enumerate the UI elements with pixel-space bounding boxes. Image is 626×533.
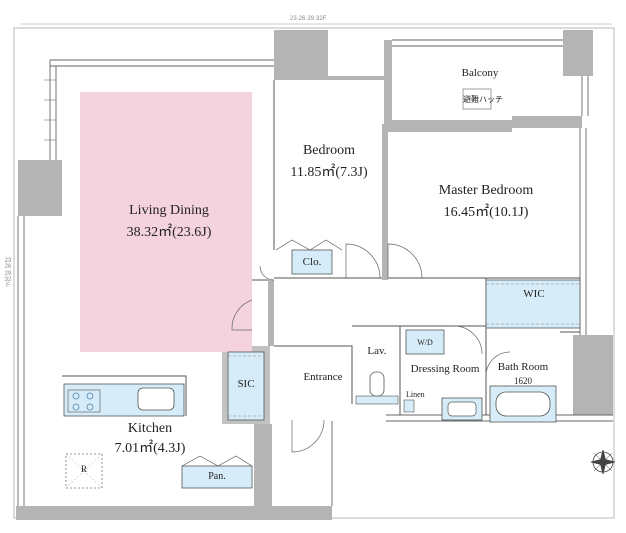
wall-balcony-right xyxy=(512,116,582,128)
compass-icon xyxy=(590,449,616,475)
pantry-doors xyxy=(181,455,253,467)
balcony-label: Balcony xyxy=(461,67,499,79)
living-dining-label: Living Dining 38.32㎡(23.6J) xyxy=(96,203,242,241)
wall-kitchen-entrance xyxy=(254,424,272,506)
stove xyxy=(67,389,101,413)
linen-label: Linen xyxy=(406,390,425,399)
master-bedroom-name: Master Bedroom xyxy=(438,183,534,198)
closet-doors xyxy=(275,239,343,251)
bath-room-name: Bath Room xyxy=(497,361,549,373)
wall-bottom xyxy=(16,506,332,520)
master-bedroom-area: 16.45㎡(10.1J) xyxy=(443,205,529,221)
top-dimension-label: 23·26·29·32F xyxy=(290,16,327,22)
window-marks-left xyxy=(44,79,56,141)
door-dressing xyxy=(453,325,483,355)
pantry-label: Pan. xyxy=(208,471,226,482)
door-master xyxy=(387,243,423,279)
column-top-center xyxy=(274,30,328,76)
bedroom-area: 11.85㎡(7.3J) xyxy=(290,165,368,181)
vanity-sink xyxy=(447,401,477,417)
wall-balcony-left xyxy=(384,40,392,132)
pantry-box xyxy=(181,465,253,489)
column-right xyxy=(573,335,613,415)
lavatory-label: Lav. xyxy=(367,345,387,357)
evacuation-hatch xyxy=(462,88,492,110)
closet-box xyxy=(291,249,333,275)
refrigerator-box xyxy=(65,453,103,489)
entrance-label: Entrance xyxy=(303,371,343,383)
linen-box xyxy=(403,399,415,413)
sic-label: SIC xyxy=(237,378,255,390)
door-bedroom xyxy=(345,243,381,279)
stove-burners xyxy=(72,392,94,411)
wall-living-hall xyxy=(268,280,274,346)
bath-room-size: 1620 xyxy=(514,375,532,386)
bathtub-basin xyxy=(495,391,551,417)
washer-dryer-box xyxy=(405,329,445,355)
bedroom-name: Bedroom xyxy=(302,143,356,158)
wic-label: WIC xyxy=(523,288,545,300)
wall-bed-master xyxy=(382,124,388,280)
wall-master-bottom xyxy=(388,277,487,332)
washer-dryer-label: W/D xyxy=(417,338,433,347)
door-entrance xyxy=(291,419,325,453)
lav-counter xyxy=(355,395,399,405)
bath-room-label: Bath Room 1620 xyxy=(488,361,558,386)
refrigerator-label: R xyxy=(80,464,87,474)
wall-entrance-lav xyxy=(274,345,353,404)
interior-walls xyxy=(62,80,580,416)
wall-balcony-lower xyxy=(392,120,512,132)
door-bath xyxy=(485,351,511,377)
kitchen-label: Kitchen 7.01㎡(4.3J) xyxy=(84,421,216,457)
master-bedroom-label: Master Bedroom 16.45㎡(10.1J) xyxy=(404,183,568,221)
column-top-right xyxy=(563,30,593,76)
column-left xyxy=(18,160,62,216)
living-dining-name: Living Dining xyxy=(129,203,209,218)
left-dimension-label: 23 26 29 32 F xyxy=(4,258,12,290)
toilet xyxy=(369,371,385,397)
door-swings xyxy=(231,243,511,453)
door-living xyxy=(231,299,253,331)
wall-bed-top xyxy=(274,76,384,80)
closet-label: Clo. xyxy=(302,256,322,268)
living-dining-fill xyxy=(80,92,252,352)
kitchen-area: 7.01㎡(4.3J) xyxy=(114,441,186,457)
kitchen-counter-edge xyxy=(62,375,187,416)
bedroom-label: Bedroom 11.85㎡(7.3J) xyxy=(276,143,382,181)
kitchen-sink xyxy=(137,387,175,411)
sic-box xyxy=(227,351,265,421)
wic-box xyxy=(485,279,581,329)
living-dining-area: 38.32㎡(23.6J) xyxy=(126,225,212,241)
evacuation-hatch-label: 避難ハッチ xyxy=(463,95,503,104)
kitchen-name: Kitchen xyxy=(127,421,173,436)
dressing-room-label: Dressing Room xyxy=(410,363,480,375)
